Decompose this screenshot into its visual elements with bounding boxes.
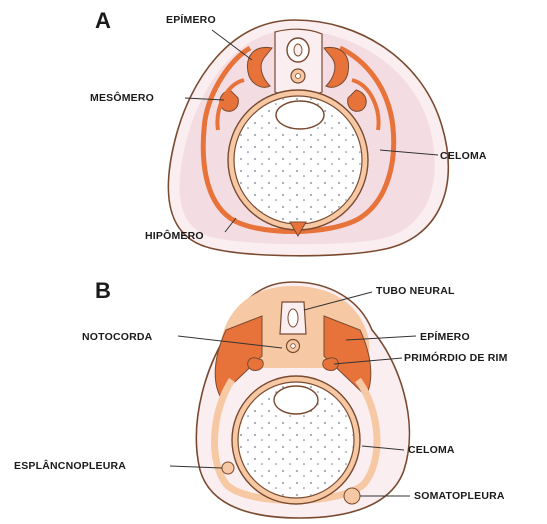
- label-b-epimero: EPÍMERO: [420, 331, 470, 343]
- label-b-tubo-neural: TUBO NEURAL: [376, 285, 455, 297]
- label-a-mesomero: MESÔMERO: [90, 92, 154, 104]
- label-a-celoma: CELOMA: [440, 150, 487, 162]
- panel-a-gut-lumen: [276, 101, 324, 129]
- panel-b-gut-lumen: [274, 386, 318, 414]
- panel-b-diagram: [196, 282, 409, 518]
- label-b-notocorda: NOTOCORDA: [82, 331, 152, 343]
- label-b-celoma: CELOMA: [408, 444, 455, 456]
- label-b-esplancnopleura: ESPLÂNCNOPLEURA: [14, 460, 126, 472]
- panel-a-diagram: [168, 20, 448, 256]
- label-b-primordio-rim: PRIMÓRDIO DE RIM: [404, 352, 508, 364]
- panel-b-somatopleure-marker: [344, 488, 360, 504]
- label-a-hipomero: HIPÔMERO: [145, 230, 204, 242]
- panel-b-splanchnopleure-marker: [222, 462, 234, 474]
- panel-b-kidney-primordium-left: [248, 358, 264, 371]
- panel-a-letter: A: [95, 8, 111, 34]
- label-a-epimero: EPÍMERO: [166, 14, 216, 26]
- panel-b-letter: B: [95, 278, 111, 304]
- label-b-somatopleura: SOMATOPLEURA: [414, 490, 505, 502]
